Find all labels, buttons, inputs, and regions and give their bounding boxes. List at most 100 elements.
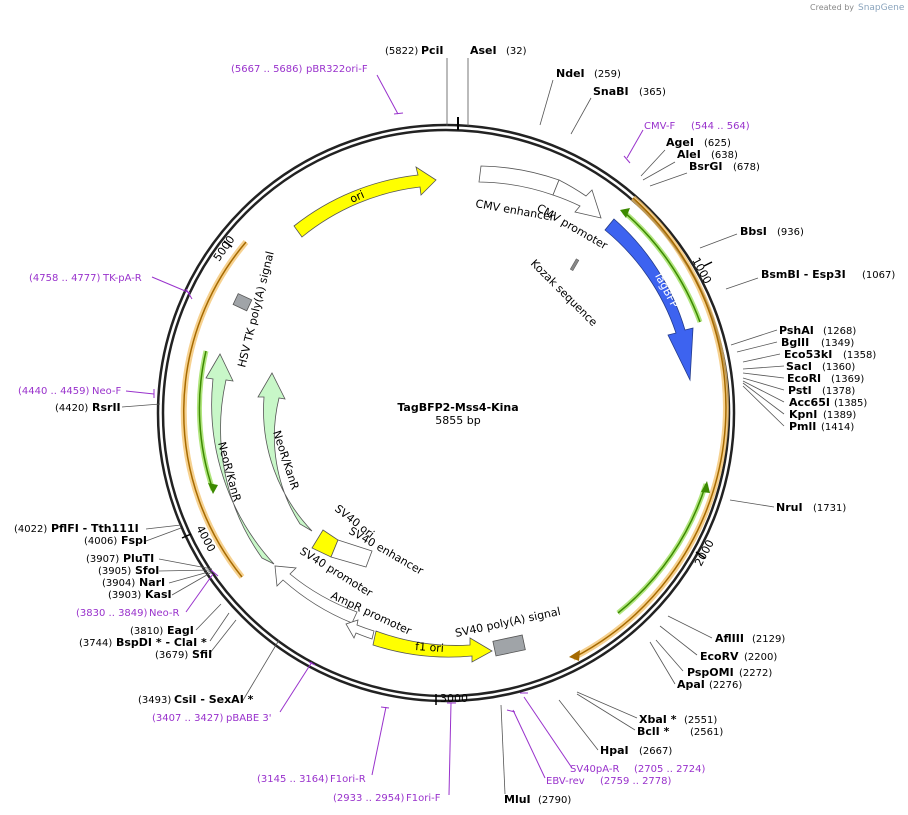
site-name-nrui: NruI — [776, 501, 803, 514]
feature-cmv-enhancer — [478, 165, 560, 196]
feature-cmv-promoter-label: CMV promoter — [535, 201, 611, 252]
site-name-pspomi: PspOMI — [687, 666, 734, 679]
site-pos-bglii: (1349) — [821, 338, 854, 349]
feature-sv40-enhancer — [330, 539, 373, 568]
feature-kozak-label: Kozak sequence — [528, 257, 600, 329]
site-pos-pflfi: (4022) — [14, 524, 47, 535]
green-arc-lower-head — [701, 481, 710, 493]
site-name-bglii: BglII — [781, 336, 809, 349]
site-pos-ndei: (259) — [594, 69, 621, 80]
primer-name-neo-r: Neo-R — [149, 608, 180, 619]
backbone-inner — [161, 128, 731, 698]
site-pos-sfii: (3679) — [155, 650, 188, 661]
green-arc-tagbfp-line — [623, 211, 701, 323]
site-pos-afliii: (2129) — [752, 634, 785, 645]
site-pos-saci: (1360) — [822, 362, 855, 373]
primer-range-cmv-f: (544 .. 564) — [691, 121, 750, 132]
primer-range-neo-r: (3830 .. 3849) — [76, 608, 148, 619]
feature-f1-ori — [372, 630, 493, 663]
tick-label-3000: 3000 — [440, 692, 468, 705]
site-pos-alei: (638) — [711, 150, 738, 161]
site-name-ndei: NdeI — [556, 67, 585, 80]
primer-range-f1ori-f: (2933 .. 2954) — [333, 793, 405, 804]
feature-ori — [293, 166, 437, 238]
site-name-nari: NarI — [139, 576, 165, 589]
primer-name-sv40pa-r: SV40pA-R — [570, 764, 619, 775]
primer-range-pbabe3: (3407 .. 3427) — [152, 713, 224, 724]
site-pos-pspomi: (2272) — [739, 668, 772, 679]
site-pos-mlui: (2790) — [538, 795, 571, 806]
site-name-afliii: AflIII — [715, 632, 744, 645]
primer-range-neo-f: (4440 .. 4459) — [18, 386, 90, 397]
site-pos-pluti: (3907) — [86, 554, 119, 565]
primer-name-neo-f: Neo-F — [92, 386, 122, 397]
green-arc-tagbfp-head — [620, 208, 630, 218]
site-name-kpni: KpnI — [789, 408, 817, 421]
feature-kozak — [569, 258, 580, 272]
site-name-psti: PstI — [788, 384, 812, 397]
site-pos-pcii: (5822) — [385, 46, 418, 57]
site-name-asei: AseI — [470, 44, 497, 57]
tick-2000 — [695, 551, 706, 559]
site-name-ecori: EcoRI — [787, 372, 821, 385]
feature-sv40-polya — [492, 634, 526, 657]
site-name-bspdi: BspDI * - ClaI * — [116, 636, 207, 649]
orange-arc-right-line — [572, 197, 727, 659]
site-pos-hpai: (2667) — [639, 746, 672, 757]
site-name-mlui: MluI — [504, 793, 531, 806]
primer-range-tk-pa-r: (4758 .. 4777) — [29, 273, 101, 284]
site-name-xbai: XbaI * — [639, 713, 677, 726]
site-pos-nari: (3904) — [102, 578, 135, 589]
primer-range-f1ori-r: (3145 .. 3164) — [257, 774, 329, 785]
site-pos-ecorv: (2200) — [744, 652, 777, 663]
tick-label-2000: 2000 — [692, 538, 717, 569]
site-name-bsmbi: BsmBI - Esp3I — [761, 268, 846, 281]
green-arc-lower — [616, 483, 709, 615]
site-pos-sfoi: (3905) — [98, 566, 131, 577]
site-pos-nrui: (1731) — [813, 503, 846, 514]
site-pos-ecori: (1369) — [831, 374, 864, 385]
site-name-bsrgi: BsrGI — [689, 160, 722, 173]
site-pos-agei: (625) — [704, 138, 731, 149]
primer-range-sv40pa-r: (2705 .. 2724) — [634, 764, 706, 775]
site-pos-xbai: (2551) — [684, 715, 717, 726]
feature-hsv-tk-polya-label: HSV TK poly(A) signal — [235, 250, 276, 369]
plasmid-size: 5855 bp — [435, 414, 480, 427]
feature-sv40-promoter — [274, 565, 358, 624]
plasmid-name: TagBFP2-Mss4-Kina — [397, 401, 518, 414]
feature-ori-label: ori — [348, 188, 366, 206]
feature-tagbfp — [604, 218, 694, 382]
site-pos-acc65i: (1385) — [834, 398, 867, 409]
primer-name-tk-pa-r: TK-pA-R — [102, 273, 142, 284]
primer-name-ebv-rev: EBV-rev — [546, 776, 585, 787]
site-pos-asei: (32) — [506, 46, 527, 57]
site-pos-pshai: (1268) — [823, 326, 856, 337]
site-name-saci: SacI — [786, 360, 812, 373]
site-name-sfoi: SfoI — [135, 564, 159, 577]
primer-range-pbr322ori-f: (5667 .. 5686) — [231, 64, 303, 75]
site-pos-bsrgi: (678) — [733, 162, 760, 173]
site-pos-bsmbi: (1067) — [862, 270, 895, 281]
site-pos-eagi: (3810) — [130, 626, 163, 637]
primer-name-f1ori-r: F1ori-R — [330, 774, 366, 785]
orange-arc-left-line — [183, 241, 247, 578]
site-name-bbsi: BbsI — [740, 225, 767, 238]
site-name-eagi: EagI — [167, 624, 194, 637]
tick-5000 — [223, 240, 233, 248]
primer-range-ebv-rev: (2759 .. 2778) — [600, 776, 672, 787]
tick-1000 — [703, 261, 713, 267]
orange-arc-right-head — [569, 650, 580, 661]
site-name-alei: AleI — [677, 148, 701, 161]
site-name-agei: AgeI — [666, 136, 694, 149]
site-pos-psti: (1378) — [822, 386, 855, 397]
site-pos-bcli: (2561) — [690, 727, 723, 738]
site-pos-rsrii: (4420) — [55, 403, 88, 414]
site-name-apai: ApaI — [677, 678, 705, 691]
site-name-pcii: PciI — [421, 44, 443, 57]
site-name-fspi: FspI — [121, 534, 147, 547]
site-pos-apai: (2276) — [709, 680, 742, 691]
site-name-kasi: KasI — [145, 588, 172, 601]
site-pos-bspdi: (3744) — [79, 638, 112, 649]
tick-4000 — [181, 533, 192, 539]
